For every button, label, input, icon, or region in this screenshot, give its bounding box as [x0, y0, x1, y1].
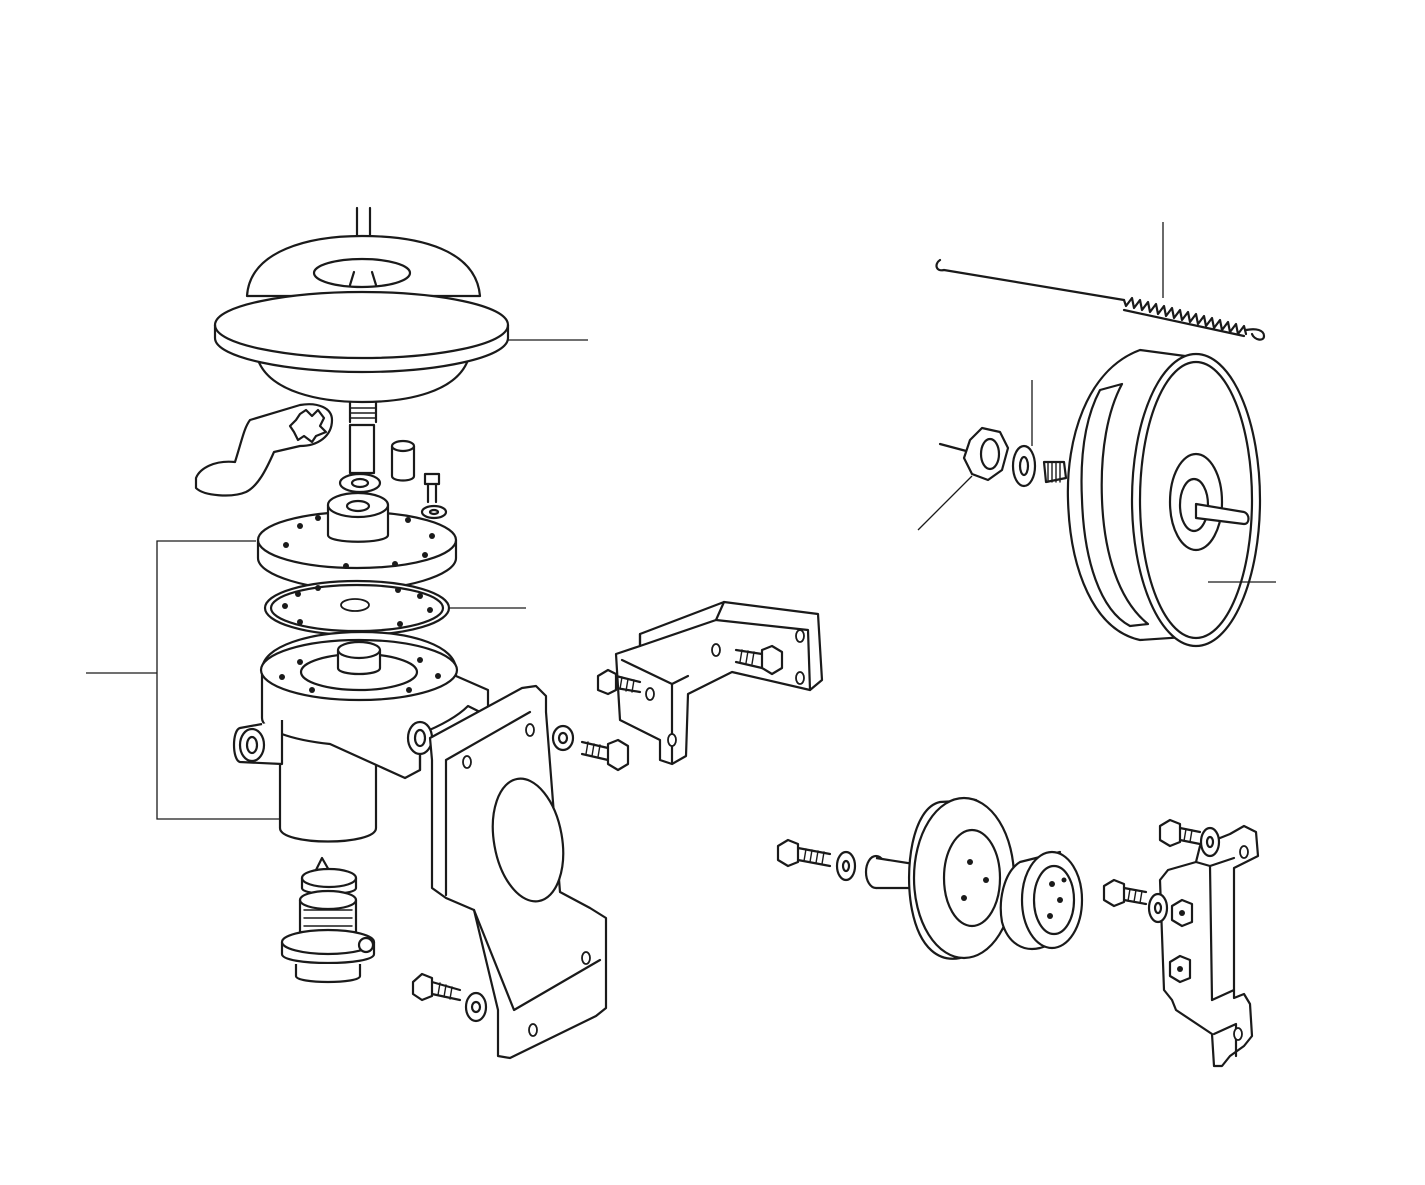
bracket-washer-bolt	[551, 724, 630, 772]
pulley-bracket-bolt-mid	[1102, 878, 1169, 924]
bracket-bolt	[411, 972, 488, 1023]
screw-with-washer	[420, 472, 448, 520]
throttle-clip	[194, 403, 334, 497]
callout-nut	[917, 475, 973, 531]
shaft-washer	[338, 472, 382, 494]
vacuum-servo	[1042, 348, 1262, 648]
return-spring	[935, 258, 1266, 341]
lock-nut	[938, 426, 1010, 482]
u-bracket	[614, 600, 824, 766]
pulley	[907, 796, 1016, 960]
thermostatic-valve	[280, 856, 376, 984]
vacuum-diaphragm-unit	[213, 206, 510, 475]
pulley-bracket	[1158, 824, 1260, 1068]
pulley-bolt	[776, 838, 916, 890]
valve-cover	[256, 491, 458, 592]
callout-lines	[86, 222, 1276, 820]
spring-washer	[1011, 444, 1037, 488]
u-bracket-bolt-left	[596, 668, 642, 696]
pulley-bracket-bolt-top	[1158, 818, 1221, 858]
u-bracket-bolt-right	[734, 644, 784, 676]
valve-body	[232, 630, 490, 843]
pulley-hub	[999, 850, 1084, 951]
valve-gasket	[263, 579, 451, 637]
callout-valve-group	[86, 540, 280, 820]
mounting-bracket	[428, 684, 608, 1060]
bush	[390, 439, 416, 482]
